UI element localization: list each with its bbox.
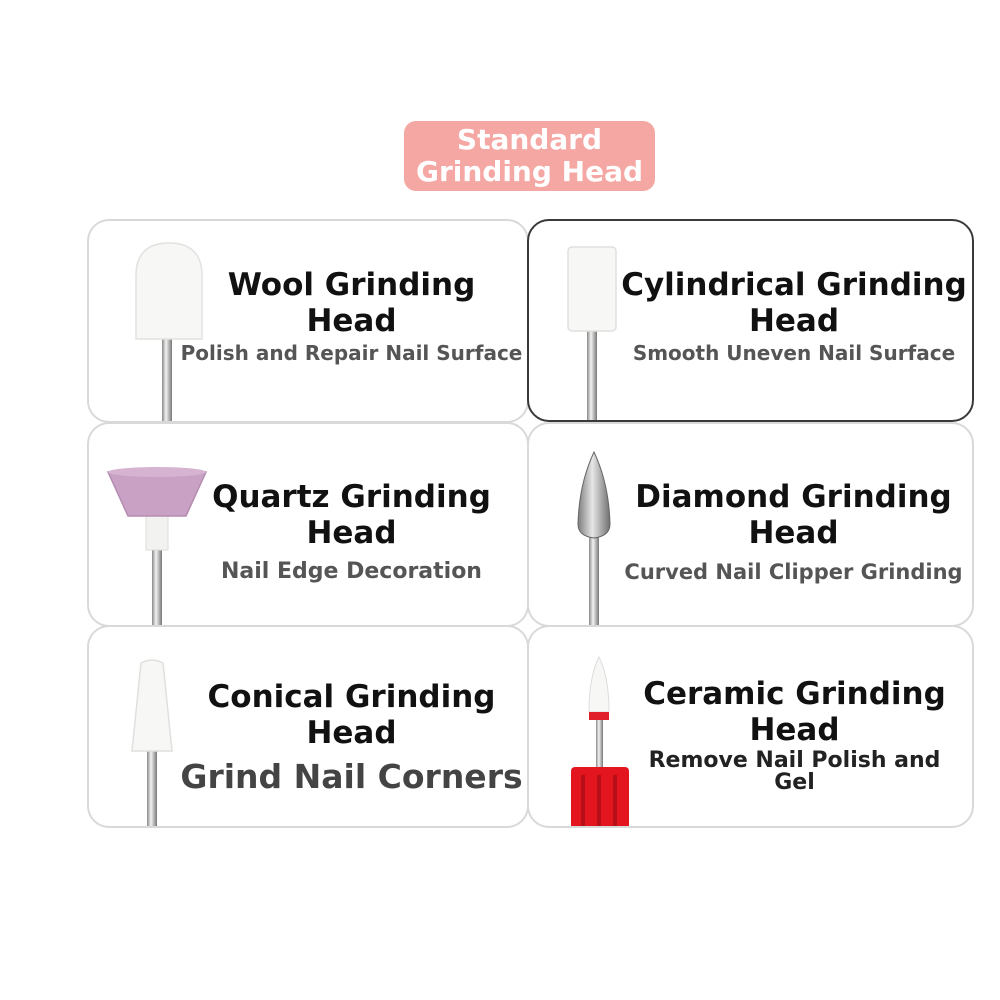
card-text: Wool Grinding Head Polish and Repair Nai…: [174, 267, 527, 365]
section-title-line-1: Standard: [456, 123, 603, 156]
quartz-bit-icon: [106, 467, 208, 625]
card-text: Conical Grinding Head Grind Nail Corners: [174, 679, 527, 797]
diamond-bit-icon: [577, 450, 611, 625]
section-title-badge: Standard Grinding Head: [404, 121, 655, 191]
card-conical-grinding-head: Conical Grinding Head Grind Nail Corners: [87, 625, 529, 828]
card-description: Curved Nail Clipper Grinding: [624, 560, 963, 584]
card-text: Cylindrical Grinding Head Smooth Uneven …: [614, 267, 972, 365]
card-text: Quartz Grinding Head Nail Edge Decoratio…: [174, 479, 527, 587]
card-title-line-1: Quartz Grinding: [212, 479, 491, 515]
section-title-line-2: Grinding Head: [415, 155, 644, 188]
card-title-line-1: Diamond Grinding: [635, 479, 952, 515]
card-title-line-1: Ceramic Grinding: [643, 676, 946, 712]
card-diamond-grinding-head: Diamond Grinding Head Curved Nail Clippe…: [527, 422, 974, 627]
card-title-line-1: Wool Grinding: [227, 267, 476, 303]
conical-bit-icon: [131, 659, 173, 826]
card-quartz-grinding-head: Quartz Grinding Head Nail Edge Decoratio…: [87, 422, 529, 627]
card-title-line-2: Head: [306, 303, 397, 339]
card-description: Grind Nail Corners: [180, 757, 523, 796]
card-title-line-2: Head: [748, 303, 840, 339]
card-description: Nail Edge Decoration: [221, 559, 482, 584]
card-description-line-1: Remove Nail Polish and: [648, 748, 941, 773]
card-description-line-2: Gel: [774, 770, 815, 795]
card-description: Smooth Uneven Nail Surface: [632, 341, 956, 365]
card-title-line-1: Cylindrical Grinding: [621, 267, 967, 303]
card-text: Ceramic Grinding Head Remove Nail Polish…: [617, 676, 972, 794]
card-title-line-2: Head: [306, 515, 397, 551]
cylindrical-bit-icon: [567, 246, 617, 420]
card-title-line-2: Head: [748, 515, 839, 551]
ceramic-bit-icon: [571, 655, 629, 826]
card-description: Polish and Repair Nail Surface: [180, 341, 523, 365]
card-ceramic-grinding-head: Ceramic Grinding Head Remove Nail Polish…: [527, 625, 974, 828]
card-wool-grinding-head: Wool Grinding Head Polish and Repair Nai…: [87, 219, 529, 423]
card-title-line-1: Conical Grinding: [207, 679, 496, 715]
card-cylindrical-grinding-head: Cylindrical Grinding Head Smooth Uneven …: [527, 219, 974, 422]
wool-bit-icon: [135, 242, 203, 421]
card-title-line-2: Head: [306, 715, 397, 751]
card-text: Diamond Grinding Head Curved Nail Clippe…: [611, 479, 972, 587]
card-title-line-2: Head: [749, 712, 840, 748]
